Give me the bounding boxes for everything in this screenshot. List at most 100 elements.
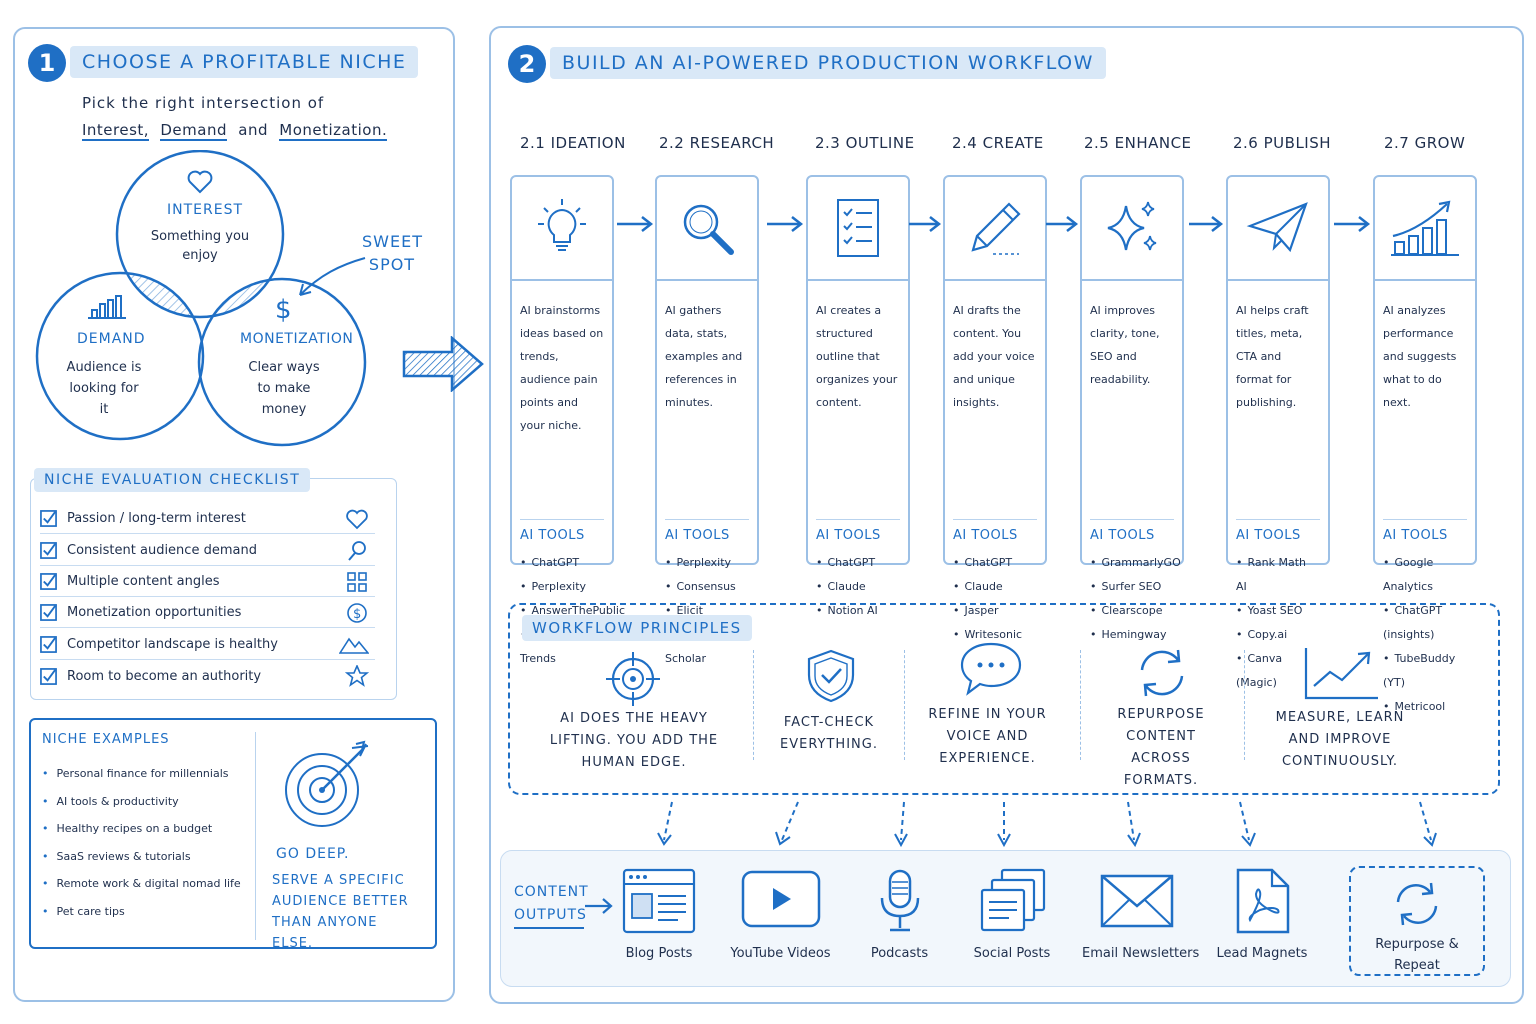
output-label: Social Posts [973, 946, 1051, 961]
step-icon-box [1228, 177, 1328, 281]
ai-tools-heading: AI TOOLS [1236, 519, 1320, 543]
venn-interest-title: INTEREST [167, 202, 244, 218]
tool-item: Google Analytics [1383, 551, 1467, 599]
ai-tools-heading: AI TOOLS [816, 519, 900, 543]
niche-examples-box [29, 718, 437, 949]
tool-item: Elicit [665, 599, 749, 623]
repurpose-repeat-box[interactable]: Repurpose & Repeat [1349, 866, 1485, 976]
tool-list: ChatGPT Claude Notion AI [808, 543, 908, 623]
output-label: Podcasts [870, 946, 929, 961]
step-label: 2.6 PUBLISH [1233, 134, 1332, 152]
step-label: 2.5 ENHANCE [1084, 134, 1192, 152]
workflow-step-card[interactable]: AI creates a structured outline that org… [806, 175, 910, 617]
examples-tagline-2: SERVE A SPECIFIC AUDIENCE BETTER THAN AN… [272, 873, 409, 951]
checklist-item[interactable]: Room to become an authority [40, 661, 375, 691]
output-item[interactable]: Social Posts [970, 868, 1054, 961]
step-icon-box [657, 177, 757, 281]
workflow-step-card[interactable]: AI gathers data, stats, examples and ref… [655, 175, 759, 665]
sweet-spot-arrow [299, 257, 366, 296]
output-label: Blog Posts [625, 946, 693, 961]
pencil-icon [971, 202, 1021, 255]
workflow-step-card[interactable]: AI helps craft titles, meta, CTA and for… [1226, 175, 1330, 689]
checklist-item-label: Monetization opportunities [67, 605, 242, 620]
niche-examples-list: Personal finance for millennials AI tool… [42, 760, 241, 925]
stacked-cards-icon [980, 868, 1046, 932]
output-item[interactable]: YouTube Videos [728, 868, 833, 961]
repeat-icon [1396, 882, 1438, 926]
magnifier-icon [683, 204, 734, 255]
principle-divider [904, 650, 905, 760]
section-title-workflow: BUILD AN AI-POWERED PRODUCTION WORKFLOW [550, 47, 1106, 79]
checklist-item[interactable]: Monetization opportunities $ [40, 598, 375, 628]
tool-item: Jasper [953, 599, 1037, 623]
checklist-item[interactable]: Consistent audience demand [40, 536, 375, 566]
tool-item: Surfer SEO [1090, 575, 1174, 599]
pdf-icon [1236, 868, 1290, 934]
checkbox-checked-icon [40, 510, 57, 527]
svg-text:$: $ [353, 607, 361, 622]
tool-item: Clearscope [1090, 599, 1174, 623]
step-description: AI drafts the content. You add your voic… [953, 304, 1035, 409]
tool-item: Notion AI [816, 599, 900, 623]
tool-item: Hemingway [1090, 623, 1174, 647]
grid-icon [347, 572, 367, 592]
venn-circle-monetization [197, 277, 367, 447]
tool-item: ChatGPT (insights) [1383, 599, 1467, 647]
output-item[interactable]: Lead Magnets [1214, 868, 1310, 961]
venn-monetization-text: Clear ways to make money [248, 360, 320, 417]
heart-icon [187, 170, 213, 194]
bar-chart-icon [88, 295, 126, 319]
workflow-step-card[interactable]: AI improves clarity, tone, SEO and reada… [1080, 175, 1184, 641]
list-item: AI tools & productivity [42, 788, 241, 816]
output-item[interactable]: Blog Posts [614, 868, 704, 961]
tool-item: ChatGPT [953, 551, 1037, 575]
step-label: 2.1 IDEATION [520, 134, 626, 152]
workflow-step-card[interactable]: AI drafts the content. You add your voic… [943, 175, 1047, 641]
dollar-icon: $ [275, 295, 292, 325]
venn-demand-title: DEMAND [77, 331, 146, 347]
step-icon-box [808, 177, 908, 281]
tool-item: TubeBuddy (YT) [1383, 647, 1467, 695]
step-description: AI analyzes performance and suggests wha… [1383, 304, 1457, 409]
ai-tools-heading: AI TOOLS [953, 519, 1037, 543]
output-item[interactable]: Podcasts [862, 868, 937, 961]
output-item[interactable]: Email Newsletters [1082, 868, 1199, 961]
lightbulb-icon [538, 199, 586, 251]
outputs-title: CONTENT OUTPUTS [514, 881, 588, 929]
principle-text: AI DOES THE HEAVY LIFTING. YOU ADD THE H… [549, 711, 719, 770]
checkbox-checked-icon [40, 542, 57, 559]
keyword-demand: Demand [160, 121, 227, 141]
tool-item: Claude [953, 575, 1037, 599]
principle-divider [1244, 650, 1245, 760]
microphone-icon [880, 869, 919, 932]
step-icon-box [1082, 177, 1182, 281]
checkbox-checked-icon [40, 604, 57, 621]
step-label: 2.7 GROW [1384, 134, 1466, 152]
workflow-step-card[interactable]: AI brainstorms ideas based on trends, au… [510, 175, 625, 665]
step-label: 2.4 CREATE [952, 134, 1044, 152]
principle-text: REPURPOSE CONTENT ACROSS FORMATS. [1117, 707, 1205, 788]
workflow-step-card[interactable]: AI analyzes performance and suggests wha… [1373, 175, 1477, 713]
intro-text: Pick the right intersection of [82, 94, 325, 112]
tool-item: ChatGPT [520, 551, 604, 575]
down-arrow-icon [1419, 801, 1437, 847]
principle-divider [753, 650, 754, 760]
output-label: Lead Magnets [1216, 946, 1308, 961]
venn-circle-interest [115, 150, 285, 319]
tool-item: Metricool [1383, 695, 1467, 719]
checklist-item[interactable]: Multiple content angles [40, 567, 375, 597]
checkbox-checked-icon [40, 573, 57, 590]
right-arrow-icon [909, 216, 942, 232]
checklist-item[interactable]: Passion / long-term interest [40, 504, 375, 534]
tool-item: GrammarlyGO [1090, 551, 1181, 575]
principles-box [508, 603, 1500, 795]
checklist-item-label: Passion / long-term interest [67, 511, 246, 526]
speech-bubble-icon [960, 642, 1022, 696]
section-title-niche: CHOOSE A PROFITABLE NICHE [70, 46, 419, 78]
step-description: AI improves clarity, tone, SEO and reada… [1090, 304, 1160, 386]
growth-chart-icon [1391, 200, 1459, 256]
target-arrow-icon [285, 740, 369, 827]
right-arrow-icon [767, 216, 804, 232]
examples-divider [255, 732, 256, 940]
checklist-item[interactable]: Competitor landscape is healthy [40, 630, 375, 660]
